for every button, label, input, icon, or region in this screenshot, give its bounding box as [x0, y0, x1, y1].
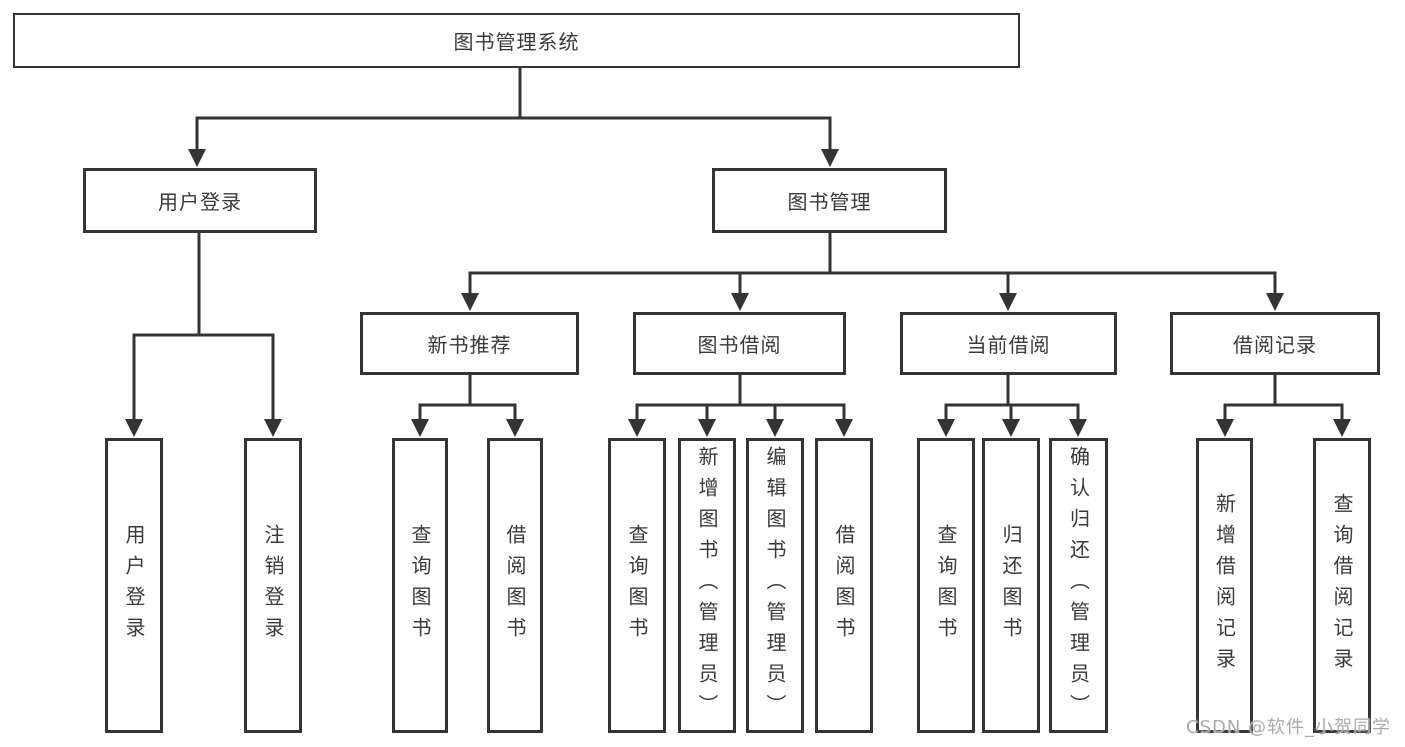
- arrow-leaf-5: [628, 419, 646, 437]
- leaf-borrow-query-label: 查询图书: [625, 523, 649, 648]
- node-root-label: 图书管理系统: [453, 30, 580, 54]
- node-borrow-records: 借阅记录: [1170, 312, 1380, 375]
- arrow-leaf-10: [1002, 419, 1020, 437]
- node-user-login-branch-label: 用户登录: [158, 190, 242, 214]
- arrow-to-userlogin: [188, 149, 206, 167]
- leaf-borrow-add-admin-label: 新增图书（管理员）: [695, 446, 719, 725]
- arrow-to-current: [999, 293, 1017, 311]
- node-new-book-recommend-label: 新书推荐: [427, 333, 512, 357]
- leaf-record-add: 新增借阅记录: [1196, 438, 1253, 733]
- leaf-borrow-query: 查询图书: [608, 438, 666, 733]
- csdn-watermark: CSDN @软件_小贺同学: [1186, 717, 1392, 738]
- leaf-current-return-label: 归还图书: [999, 523, 1023, 648]
- arrow-leaf-12: [1216, 419, 1234, 437]
- arrowheads: [125, 149, 1351, 437]
- leaf-logout: 注销登录: [244, 438, 302, 733]
- leaf-current-confirm-admin-label: 确认归还（管理员）: [1066, 446, 1091, 725]
- arrow-leaf-3: [411, 419, 429, 437]
- connector-group-stems: [468, 373, 1277, 407]
- arrow-leaf-6: [698, 419, 716, 437]
- arrow-to-newbook: [461, 293, 479, 311]
- leaf-record-query-label: 查询借阅记录: [1330, 492, 1354, 679]
- node-current-borrow-label: 当前借阅: [966, 333, 1051, 357]
- leaf-current-confirm-admin: 确认归还（管理员）: [1049, 438, 1108, 733]
- leaf-newbook-borrow: 借阅图书: [487, 438, 543, 733]
- leaf-current-query: 查询图书: [917, 438, 975, 733]
- leaf-user-login-label: 用户登录: [122, 523, 146, 648]
- node-root: 图书管理系统: [13, 13, 1020, 68]
- leaf-record-add-label: 新增借阅记录: [1212, 492, 1237, 679]
- connector-level2-rail: [468, 271, 1277, 296]
- leaf-current-query-label: 查询图书: [934, 523, 958, 648]
- connector-level1-rail: [195, 116, 832, 152]
- leaf-user-login: 用户登录: [105, 438, 163, 733]
- node-user-login-branch: 用户登录: [83, 168, 317, 233]
- node-new-book-recommend: 新书推荐: [360, 312, 579, 375]
- arrow-leaf-2: [264, 419, 282, 437]
- arrow-leaf-4: [506, 419, 524, 437]
- node-current-borrow: 当前借阅: [900, 312, 1117, 375]
- arrow-leaf-11: [1069, 419, 1087, 437]
- arrow-to-borrow: [731, 293, 749, 311]
- leaf-borrow-add-admin: 新增图书（管理员）: [678, 438, 736, 733]
- arrow-leaf-7: [766, 419, 784, 437]
- node-book-management-branch: 图书管理: [712, 168, 947, 233]
- connector-newbook-rail: [418, 403, 517, 421]
- leaf-record-query: 查询借阅记录: [1313, 438, 1371, 733]
- arrow-leaf-1: [125, 419, 143, 437]
- connector-userlogin-rail: [132, 333, 275, 422]
- node-book-borrow-label: 图书借阅: [697, 333, 782, 357]
- leaf-current-return: 归还图书: [982, 438, 1040, 733]
- arrow-leaf-13: [1333, 419, 1351, 437]
- node-book-borrow: 图书借阅: [633, 312, 846, 375]
- leaf-newbook-query: 查询图书: [392, 438, 448, 733]
- connector-strokes: [132, 66, 1344, 422]
- arrow-leaf-9: [937, 419, 955, 437]
- leaf-newbook-query-label: 查询图书: [408, 523, 432, 648]
- leaf-newbook-borrow-label: 借阅图书: [503, 523, 527, 648]
- leaf-logout-label: 注销登录: [261, 523, 285, 648]
- leaf-borrow-edit-admin: 编辑图书（管理员）: [746, 438, 804, 733]
- leaf-borrow-borrow-label: 借阅图书: [832, 523, 856, 648]
- node-borrow-records-label: 借阅记录: [1233, 333, 1317, 357]
- leaf-borrow-borrow: 借阅图书: [815, 438, 873, 733]
- arrow-to-bookmgmt: [821, 149, 839, 167]
- connector-borrow-rail: [635, 403, 846, 421]
- connector-records-rail: [1223, 403, 1344, 421]
- leaf-borrow-edit-admin-label: 编辑图书（管理员）: [763, 446, 787, 725]
- arrow-to-records: [1266, 293, 1284, 311]
- connector-current-rail: [944, 403, 1080, 421]
- node-book-management-branch-label: 图书管理: [787, 190, 872, 214]
- arrow-leaf-8: [835, 419, 853, 437]
